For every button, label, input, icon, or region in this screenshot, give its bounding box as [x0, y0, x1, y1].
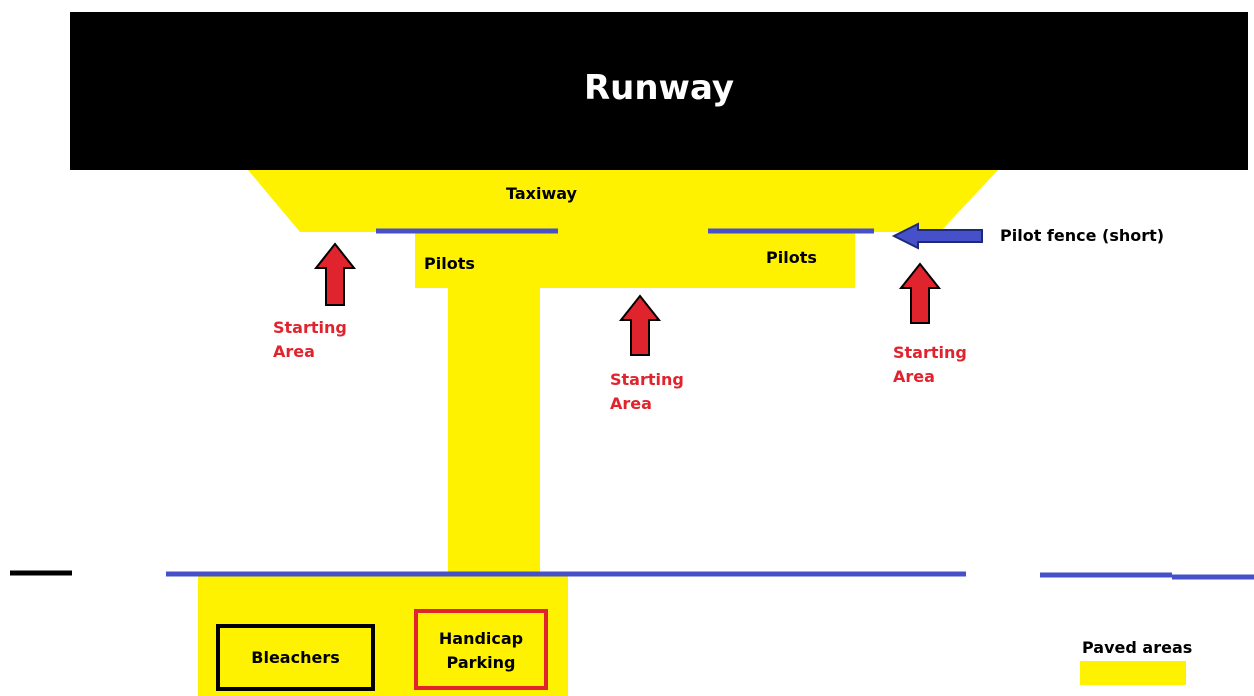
starting-area-label-3: Starting Area: [893, 341, 967, 389]
access-path: [448, 280, 540, 580]
starting-area-1-line1: Starting: [273, 318, 347, 337]
handicap-box: [414, 609, 548, 690]
starting-arrow-2: [618, 294, 662, 356]
pilots-left-label: Pilots: [424, 254, 475, 273]
starting-area-2-line1: Starting: [610, 370, 684, 389]
starting-arrow-1: [313, 242, 357, 306]
starting-area-3-line2: Area: [893, 367, 935, 386]
handicap-line2: Parking: [446, 653, 516, 672]
starting-area-label-1: Starting Area: [273, 316, 347, 364]
runway: Runway: [70, 12, 1248, 170]
fence-pointer-arrow: [891, 222, 983, 250]
starting-arrow-3: [898, 262, 942, 324]
spectator-area: [198, 576, 568, 696]
taxiway-area: [248, 170, 998, 232]
starting-area-2-line2: Area: [610, 394, 652, 413]
pilot-fence-label: Pilot fence (short): [1000, 226, 1165, 245]
legend-swatch: [1080, 661, 1186, 685]
starting-area-label-2: Starting Area: [610, 368, 684, 416]
runway-label: Runway: [583, 68, 735, 108]
starting-area-1-line2: Area: [273, 342, 315, 361]
taxiway-center: [415, 226, 855, 288]
handicap-label: Handicap Parking: [416, 627, 546, 675]
bleachers-label: Bleachers: [251, 648, 340, 667]
pilots-right-label: Pilots: [766, 248, 817, 267]
bleachers-box: [216, 624, 375, 691]
starting-area-3-line1: Starting: [893, 343, 967, 362]
handicap-line1: Handicap: [438, 629, 524, 648]
legend-label: Paved areas: [1082, 638, 1193, 657]
taxiway-label: Taxiway: [506, 184, 577, 203]
